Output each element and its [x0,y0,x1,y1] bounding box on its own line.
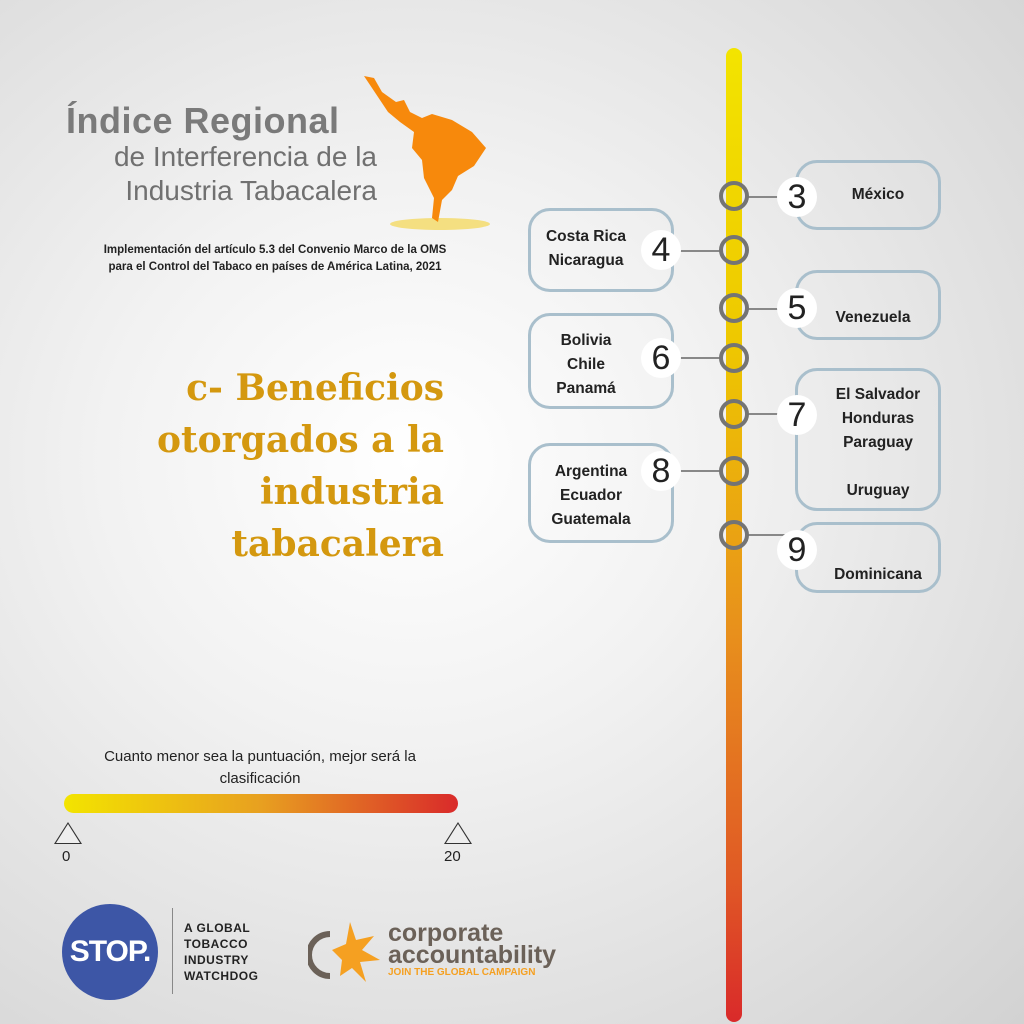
subtitle: Implementación del artículo 5.3 del Conv… [90,242,460,276]
country-name: Guatemala [551,511,631,528]
title-line3: Industria Tabacalera [125,175,377,206]
scale-marker-9 [719,520,749,550]
heading-line: industria [259,471,444,513]
legend-max: 20 [444,848,461,865]
legend-gradient-bar [64,794,458,813]
section-heading: c- Beneficios otorgados a la industria t… [157,362,444,570]
subtitle-line2: para el Control del Tabaco en países de … [108,261,442,273]
corporate-accountability-sun-icon [308,922,380,982]
latin-america-map-icon [364,76,490,230]
legend-caption: Cuanto menor sea la puntuación, mejor se… [90,746,430,790]
title: Índice Regional [66,100,340,141]
country-name: Paraguay [843,434,913,451]
country-name: Ecuador [559,487,622,504]
connector-line [748,196,788,198]
tag-line: A GLOBAL [184,921,251,935]
scale-marker-8 [719,456,749,486]
triangle-marker-icon [54,822,82,844]
scale-marker-3 [719,181,749,211]
stop-logo: STOP. [62,904,158,1000]
score-badge: 9 [777,530,817,570]
score-badge: 8 [641,451,681,491]
score-badge: 7 [777,395,817,435]
score-badge: 3 [777,177,817,217]
tag-line: TOBACCO [184,937,248,951]
country-name: Argentina [554,463,628,480]
connector-line [680,250,720,252]
caption-line: Cuanto menor sea la puntuación, mejor se… [104,748,416,765]
tag-line: INDUSTRY [184,953,249,967]
country-name: El Salvador [835,386,921,403]
triangle-marker-icon [444,822,472,844]
score-badge: 5 [777,288,817,328]
country-name: Uruguay [846,482,910,499]
score-badge: 4 [641,230,681,270]
country-name: México [851,186,905,203]
subtitle-line1: Implementación del artículo 5.3 del Conv… [103,244,447,256]
caption-line: clasificación [219,770,301,787]
heading-line: otorgados a la [157,419,444,461]
country-name: Bolivia [560,332,612,349]
country-name: Dominicana [834,566,922,583]
connector-line [748,534,788,536]
country-name: Venezuela [835,309,911,326]
title-line2: de Interferencia de la [113,141,377,172]
connector-line [748,308,788,310]
heading-line: c- Beneficios [186,367,444,409]
country-name: Chile [567,356,605,373]
country-name: Nicaragua [548,252,624,269]
score-badge: 6 [641,338,681,378]
scale-marker-6 [719,343,749,373]
heading-line: tabacalera [231,523,444,565]
logo-text: accountability [388,941,557,969]
scale-marker-5 [719,293,749,323]
stop-tagline: A GLOBAL TOBACCO INDUSTRY WATCHDOG [184,920,258,984]
legend-min: 0 [62,848,71,865]
logo-text: corporate [388,919,504,947]
connector-line [680,470,720,472]
tag-line: WATCHDOG [184,969,259,983]
logo-tagline: JOIN THE GLOBAL CAMPAIGN [388,967,536,978]
country-name: Panamá [556,380,616,397]
connector-line [748,413,788,415]
scale-marker-4 [719,235,749,265]
logo-divider [172,908,173,994]
scale-marker-7 [719,399,749,429]
country-name: Honduras [841,410,915,427]
country-name: Costa Rica [545,228,627,245]
ranking-box-9: Dominicana [795,522,941,593]
connector-line [680,357,720,359]
